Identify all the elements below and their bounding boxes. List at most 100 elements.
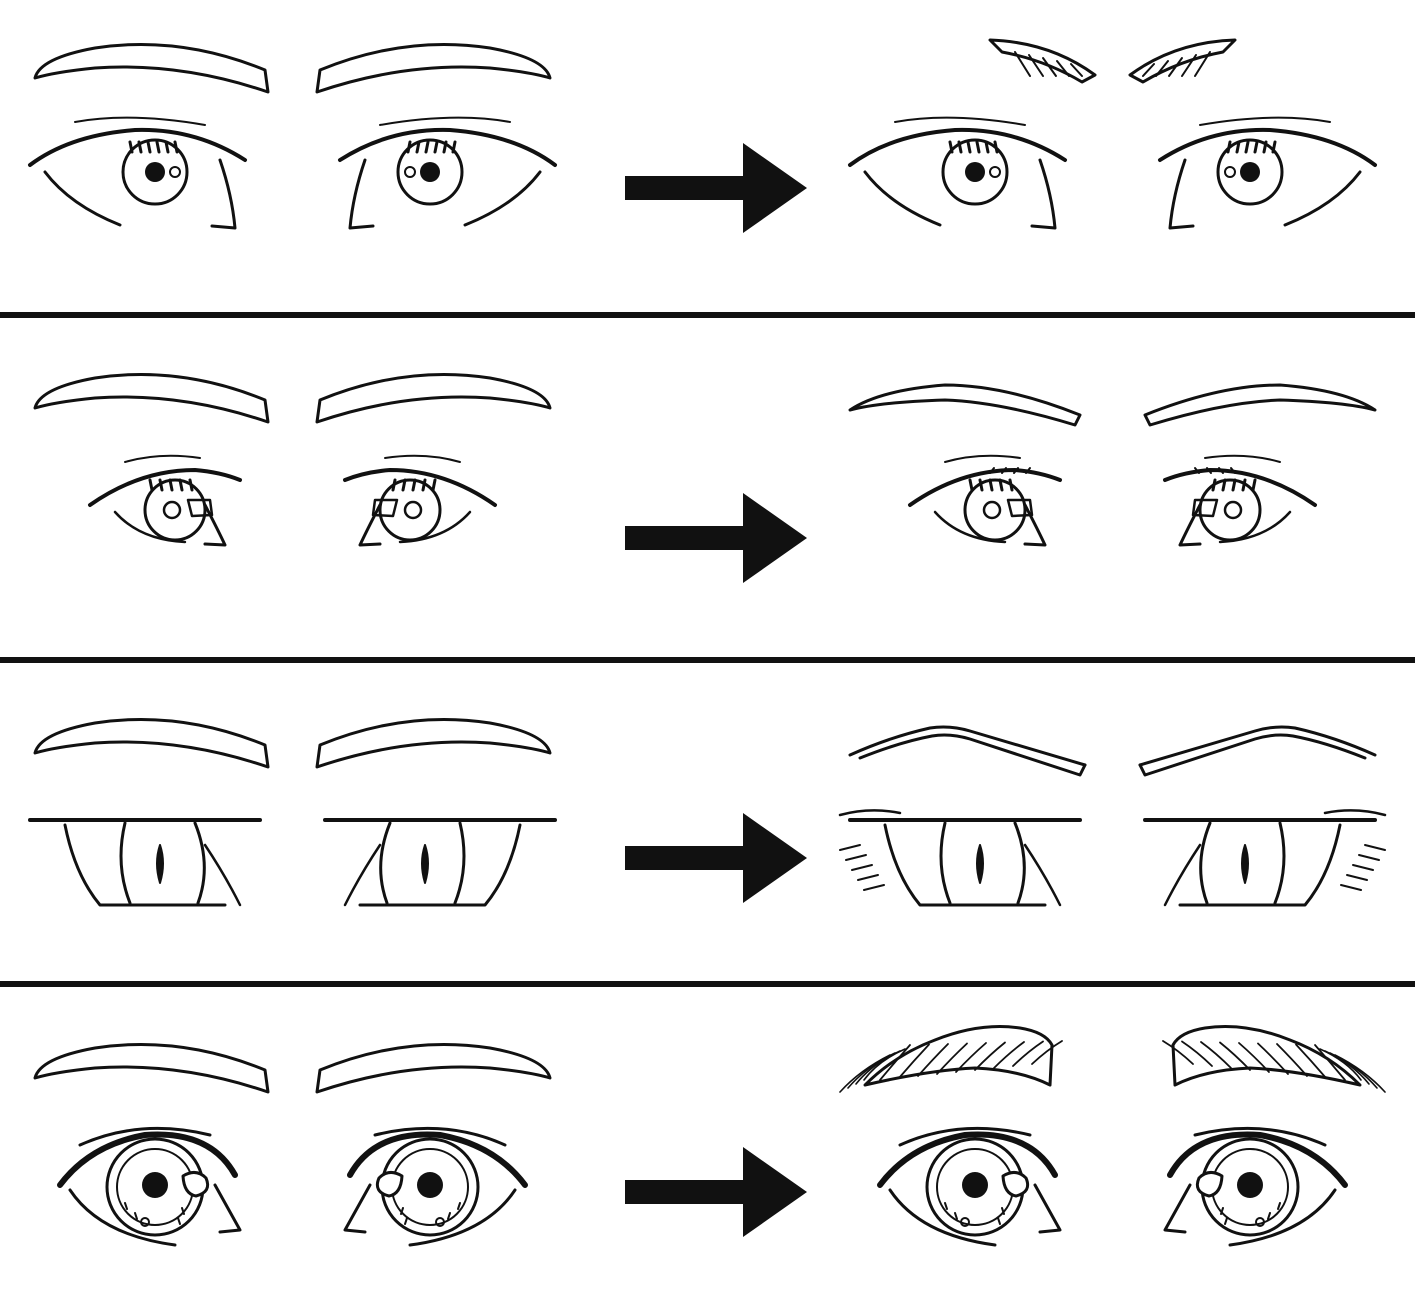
iris-dot — [140, 1217, 150, 1227]
eyelash — [1340, 884, 1362, 891]
lower-lid-left — [463, 170, 542, 227]
after-eyes — [838, 725, 1387, 907]
iris-right-edge — [1199, 821, 1212, 905]
upper-lid — [88, 468, 242, 507]
eyebrow — [1138, 725, 1377, 777]
row-2 — [33, 372, 1377, 583]
iris-shading — [173, 140, 179, 154]
eyelid-crease — [78, 1126, 212, 1147]
eyelash — [1364, 844, 1386, 851]
eye-highlight — [181, 1171, 210, 1198]
iris-dot — [1255, 1217, 1265, 1227]
eyebrow — [1128, 38, 1237, 84]
iris-shading — [966, 140, 972, 154]
right-eye-group — [315, 717, 557, 907]
iris-shading — [421, 478, 427, 492]
right-eye-group — [1143, 383, 1377, 547]
iris-shading — [128, 140, 134, 154]
upper-lid — [1158, 127, 1377, 167]
eye-highlight — [186, 498, 214, 518]
eyebrow-outline — [863, 1025, 1054, 1087]
iris-shading — [424, 140, 430, 154]
eyebrow — [315, 717, 552, 769]
iris-left-edge — [1273, 821, 1286, 905]
iris-sparkle — [1224, 1217, 1228, 1225]
eyebrow-hatch — [993, 1041, 1025, 1069]
iris-shading — [1235, 140, 1241, 154]
iris-shading — [978, 478, 984, 492]
lower-lid — [888, 1188, 997, 1247]
eye-corner — [203, 843, 242, 907]
eyebrow-outline — [1128, 38, 1237, 84]
lower-lid — [408, 1188, 517, 1247]
eyebrow-hatch — [1042, 57, 1057, 77]
iris-shading — [1251, 478, 1257, 492]
eyelid-crease — [373, 1126, 507, 1147]
eyebrow-hair-stroke — [863, 1048, 906, 1081]
iris-sparkle — [457, 1202, 461, 1210]
eye-highlight — [1001, 1171, 1030, 1198]
eyebrow — [1162, 1025, 1386, 1093]
eyebrow-hatch — [1181, 54, 1197, 77]
eyebrow-hatch — [1168, 57, 1183, 77]
eyebrow-bottom-line — [858, 733, 1087, 777]
eye-highlight — [1224, 166, 1236, 178]
iris-shading — [451, 140, 457, 154]
eyebrow — [33, 42, 270, 94]
upper-lid — [877, 1131, 1058, 1188]
eye-corner — [1163, 843, 1202, 907]
eye-highlight — [1191, 498, 1219, 518]
eyelid-crease — [1204, 454, 1281, 463]
lower-lid-corner — [213, 1183, 242, 1234]
eyebrow-hatch — [1238, 1042, 1270, 1073]
eyelash — [1194, 467, 1200, 474]
slit-pupil — [1241, 844, 1249, 884]
iris-shading — [164, 140, 170, 154]
eyebrow-hatch — [1142, 63, 1155, 77]
eyebrow-hatch — [955, 1042, 987, 1073]
eyelash — [1352, 864, 1374, 871]
upper-lid — [1163, 468, 1317, 507]
eyebrow-hatch — [1014, 51, 1031, 77]
iris-right-edge — [193, 821, 206, 905]
eyebrow-hatch — [917, 1043, 949, 1077]
eyebrow-hatch — [1031, 1040, 1063, 1065]
iris-sparkle — [177, 1217, 181, 1225]
right-eye-group — [315, 372, 552, 547]
iris-sparkle — [1277, 1202, 1281, 1210]
iris — [396, 138, 464, 206]
lower-lid-left — [1283, 170, 1362, 227]
iris — [121, 138, 189, 206]
eyelash — [863, 884, 885, 891]
after-eyes — [839, 1025, 1386, 1247]
eyelash-top — [1323, 809, 1387, 817]
iris-shading — [948, 140, 954, 154]
iris-shading — [1226, 140, 1232, 154]
eyelash — [1218, 467, 1224, 474]
eyelid-crease — [379, 116, 511, 126]
upper-lid — [1167, 1131, 1348, 1188]
iris-shading — [146, 140, 152, 154]
iris-shading — [431, 478, 437, 492]
lower-lid — [1228, 1188, 1337, 1247]
eyebrow-hatch — [1012, 1040, 1044, 1067]
eyebrow-hatch — [1028, 54, 1044, 77]
upper-lid — [908, 468, 1062, 507]
iris-left-edge — [453, 821, 466, 905]
iris-shading — [1244, 140, 1250, 154]
eye-highlight — [371, 498, 399, 518]
eyelid-crease — [894, 116, 1026, 126]
right-eye-group — [1128, 38, 1377, 230]
right-eye-group — [315, 42, 557, 230]
eyebrow — [33, 1042, 270, 1094]
pupil — [962, 1172, 988, 1198]
iris-shading — [178, 478, 184, 492]
eyelash — [1025, 467, 1031, 474]
pupil — [982, 500, 1002, 520]
left-eye-group — [848, 38, 1097, 230]
before-eyes — [28, 717, 557, 907]
left-eye-group — [28, 42, 270, 230]
iris — [1198, 478, 1262, 542]
